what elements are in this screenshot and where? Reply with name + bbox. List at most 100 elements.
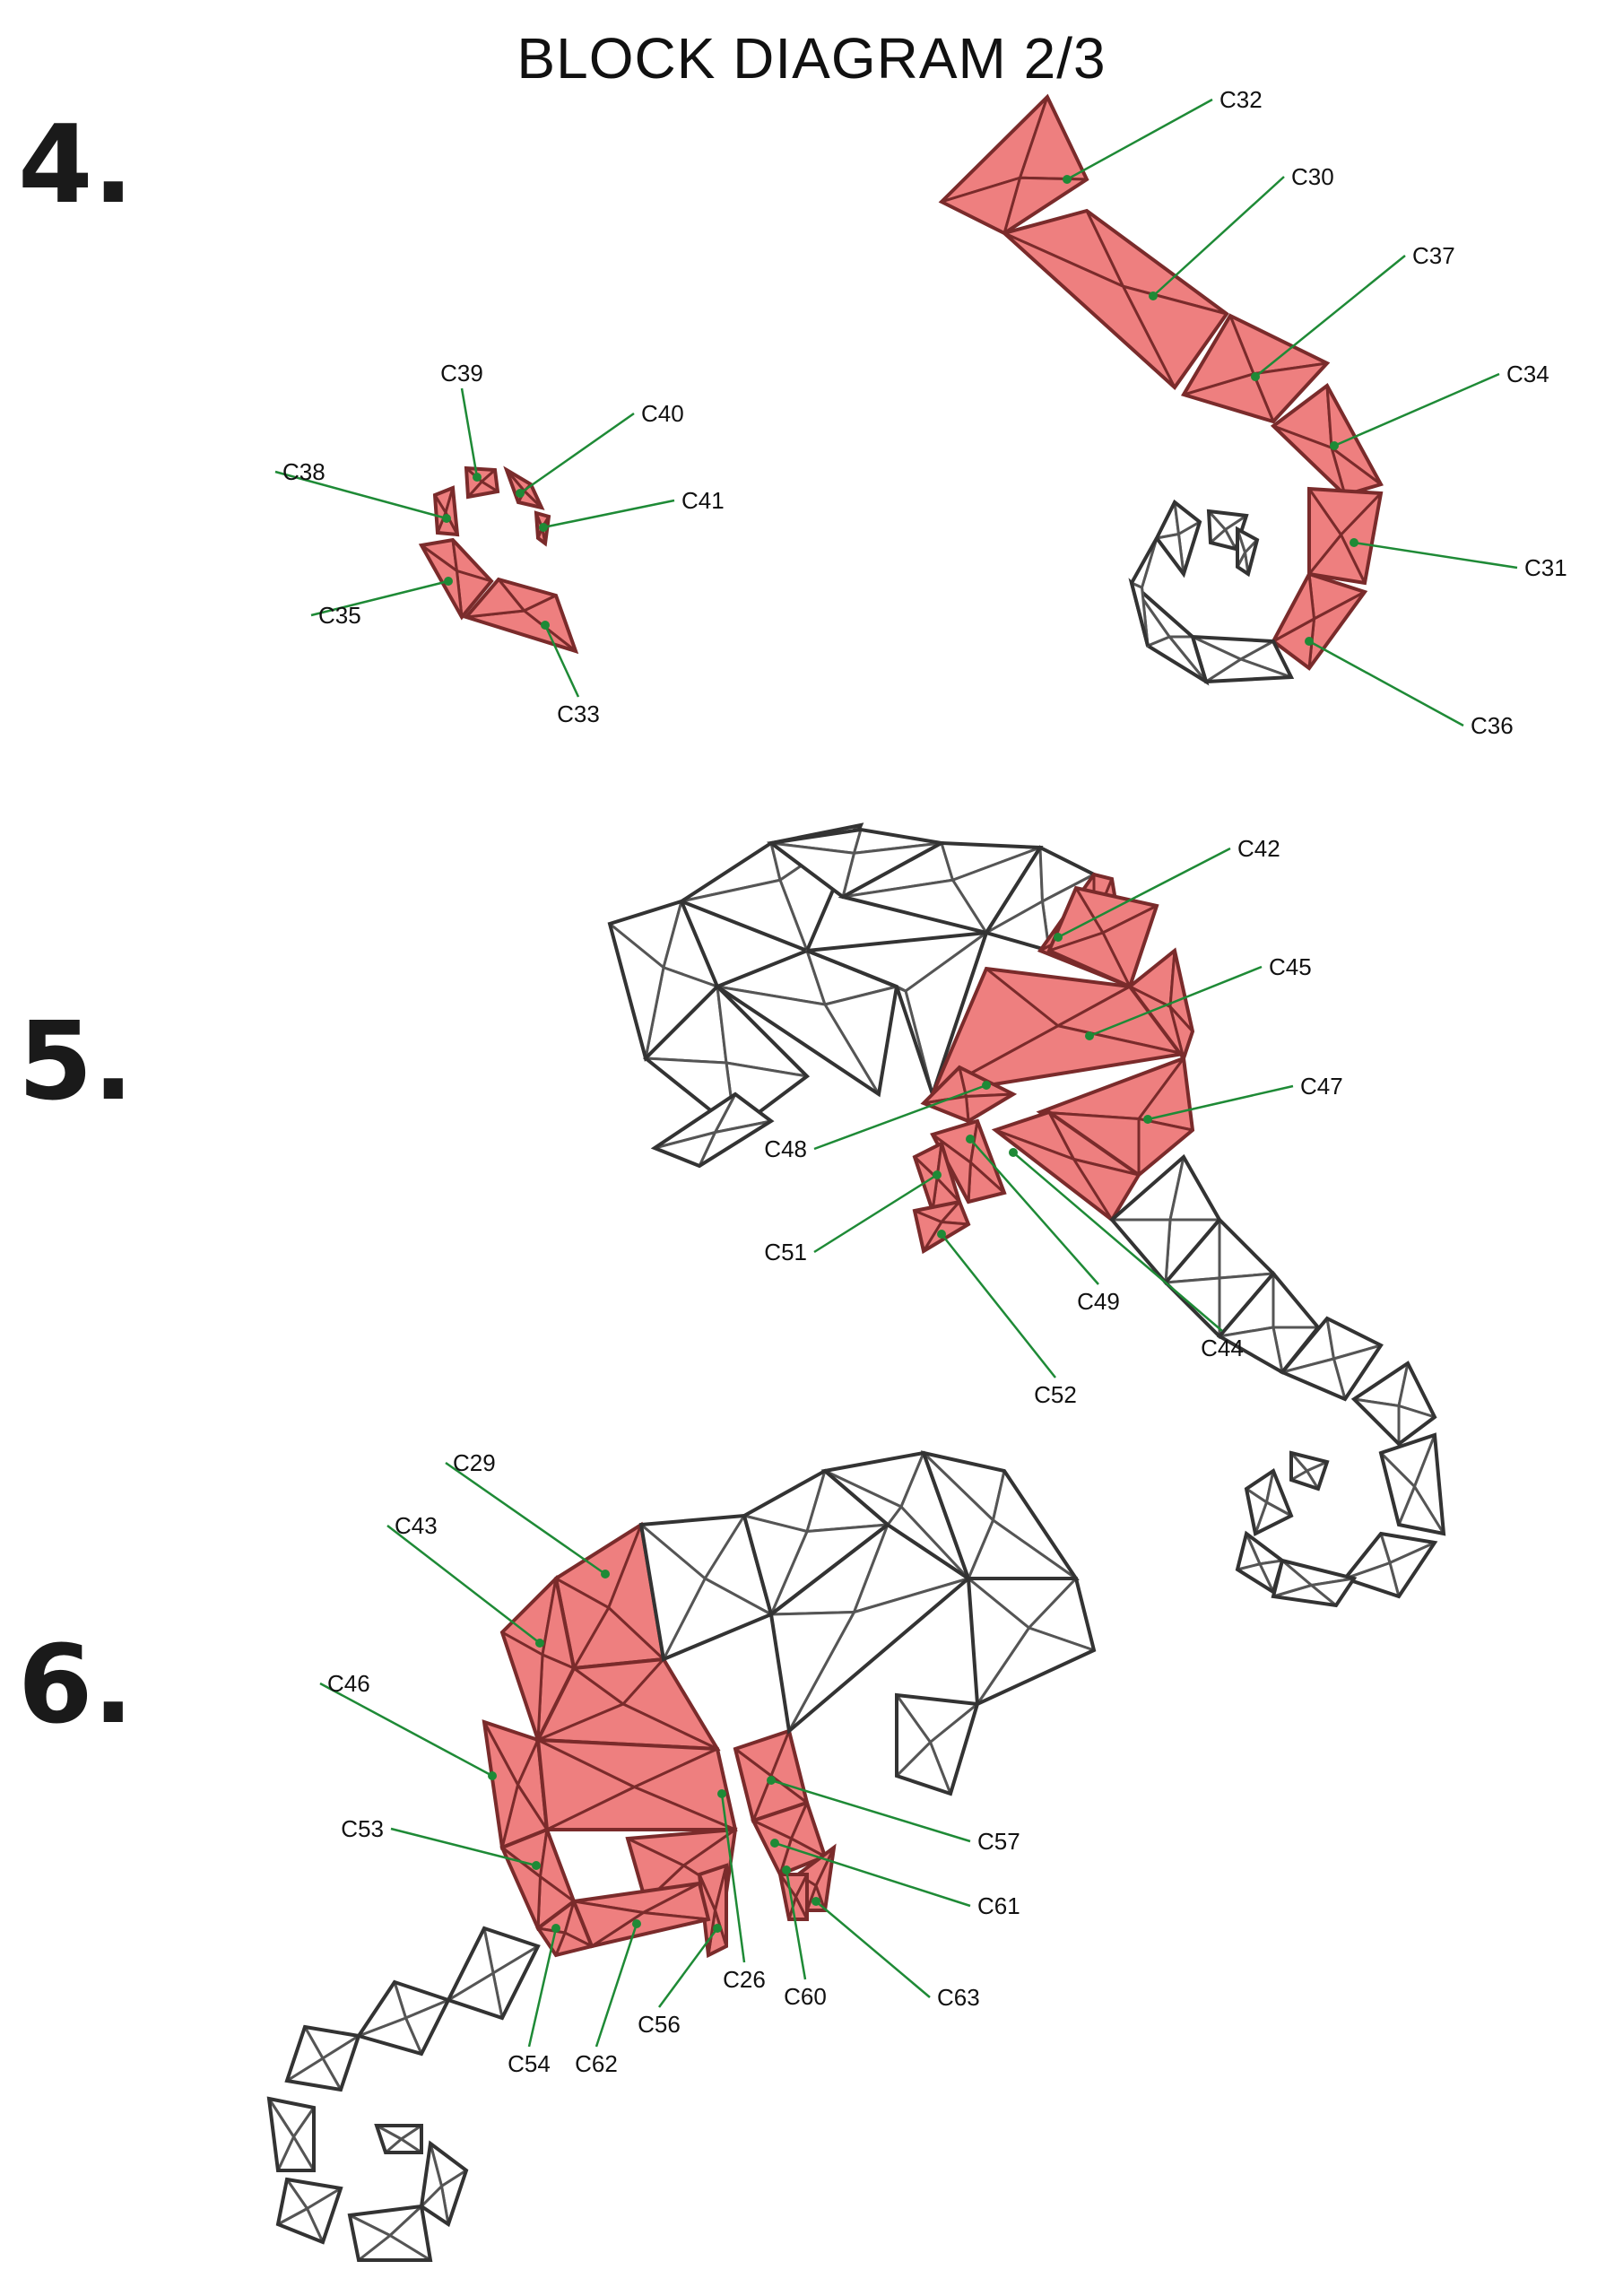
callout-label-c45: C45	[1269, 953, 1312, 980]
callout-label-c36: C36	[1471, 712, 1514, 739]
leader-line-c49	[969, 1138, 1099, 1285]
leader-dot-c60	[782, 1866, 791, 1874]
leader-line-c43	[386, 1525, 541, 1644]
piece-c42b	[1046, 885, 1159, 989]
callout-label-c32: C32	[1219, 86, 1263, 113]
step-number-4: 4.	[18, 103, 135, 228]
piece-step6-body-6	[895, 1692, 980, 1796]
piece-step6-body-12	[347, 2204, 433, 2262]
callout-label-c33: C33	[557, 700, 600, 727]
leader-dot-c61	[770, 1839, 779, 1848]
leader-dot-c45	[1085, 1031, 1094, 1040]
leader-dot-c44	[1009, 1148, 1018, 1157]
piece-step6-body-14	[374, 2124, 423, 2154]
leader-line-c63	[815, 1900, 931, 1998]
piece-step5-body-1	[677, 822, 864, 953]
leader-dot-c57	[767, 1776, 776, 1785]
piece-step6-body-5	[966, 1577, 1097, 1708]
callout-label-c56: C56	[638, 2011, 681, 2038]
piece-step5-body-7	[643, 984, 811, 1133]
leader-line-c42	[1057, 847, 1231, 939]
leader-line-c54	[527, 1927, 558, 2048]
piece-c62	[571, 1881, 711, 1949]
callout-label-c37: C37	[1412, 242, 1455, 269]
step-number-5: 5.	[18, 1000, 135, 1125]
piece-step6-body-8	[355, 1979, 451, 2057]
callout-label-c48: C48	[764, 1135, 807, 1162]
leader-dot-c33	[541, 621, 550, 630]
leader-line-c26	[720, 1793, 746, 1963]
leader-dot-c41	[539, 523, 548, 532]
piece-c41	[534, 510, 551, 547]
callout-label-c63: C63	[937, 1984, 980, 2011]
leader-line-c48	[813, 1083, 987, 1151]
callout-label-c46: C46	[327, 1670, 370, 1697]
leader-line-c62	[595, 1923, 638, 2048]
leader-dot-c62	[632, 1919, 641, 1928]
leader-dot-c52	[937, 1230, 946, 1239]
leader-line-c51	[813, 1173, 938, 1254]
piece-step6-body-13	[419, 2140, 469, 2228]
step-number-6: 6.	[18, 1623, 135, 1748]
callout-label-c34: C34	[1506, 361, 1549, 387]
piece-c44	[991, 1109, 1141, 1222]
leader-line-c45	[1089, 965, 1263, 1038]
leader-line-c29	[445, 1461, 606, 1576]
leader-line-c44	[1012, 1152, 1223, 1332]
leader-dot-c48	[982, 1081, 991, 1090]
piece-step5-tail-4	[1350, 1361, 1437, 1447]
callout-label-c62: C62	[575, 2050, 618, 2077]
callout-label-c52: C52	[1034, 1381, 1077, 1408]
leader-line-c57	[770, 1779, 971, 1843]
leader-dot-c56	[713, 1924, 722, 1933]
piece-curl-f	[1236, 526, 1260, 578]
piece-c56	[697, 1863, 728, 1959]
leader-dot-c63	[812, 1897, 820, 1906]
leader-dot-c31	[1350, 538, 1358, 547]
callout-label-c29: C29	[453, 1449, 496, 1476]
piece-curl-c	[1129, 537, 1159, 647]
leader-line-c47	[1147, 1084, 1294, 1121]
leader-line-c60	[785, 1869, 807, 1980]
page-title: BLOCK DIAGRAM 2/3	[516, 26, 1107, 91]
piece-c45b	[1127, 947, 1195, 1063]
leader-dot-c30	[1149, 291, 1158, 300]
leader-line-c37	[1254, 255, 1406, 378]
leader-line-c30	[1152, 176, 1285, 297]
leader-line-c31	[1353, 541, 1518, 570]
callout-label-c49: C49	[1077, 1288, 1120, 1315]
callout-label-c51: C51	[764, 1239, 807, 1265]
callout-label-c43: C43	[395, 1512, 438, 1539]
leader-dot-c37	[1251, 372, 1260, 381]
piece-c49	[930, 1118, 1007, 1205]
piece-step6-body-10	[266, 2096, 316, 2172]
piece-c48	[920, 1065, 1018, 1124]
leader-dot-c35	[444, 577, 453, 586]
leader-dot-c47	[1143, 1115, 1152, 1124]
piece-c36	[1271, 571, 1368, 671]
leader-dot-c26	[717, 1789, 726, 1798]
leader-dot-c42	[1054, 933, 1063, 942]
callout-label-c41: C41	[681, 487, 725, 514]
leader-line-c35	[310, 579, 449, 617]
piece-step5-tail-9	[1244, 1467, 1294, 1536]
callout-label-c44: C44	[1201, 1335, 1244, 1361]
piece-c37	[1180, 313, 1331, 424]
piece-c33	[463, 577, 579, 655]
callout-label-c38: C38	[282, 458, 325, 485]
leader-dot-c40	[516, 489, 525, 498]
callout-label-c39: C39	[440, 360, 483, 387]
callout-label-c53: C53	[341, 1815, 384, 1842]
leader-dot-c54	[551, 1924, 560, 1933]
leader-line-c34	[1333, 372, 1500, 448]
callout-label-c57: C57	[977, 1828, 1020, 1855]
piece-c34	[1270, 383, 1384, 498]
leader-dot-c32	[1063, 175, 1072, 184]
leader-line-c38	[274, 470, 447, 520]
leader-lines-layer	[274, 98, 1518, 2048]
leader-dot-c49	[966, 1135, 975, 1144]
leader-line-c40	[519, 412, 635, 495]
piece-c32	[938, 93, 1089, 236]
piece-step6-body-11	[275, 2177, 343, 2245]
